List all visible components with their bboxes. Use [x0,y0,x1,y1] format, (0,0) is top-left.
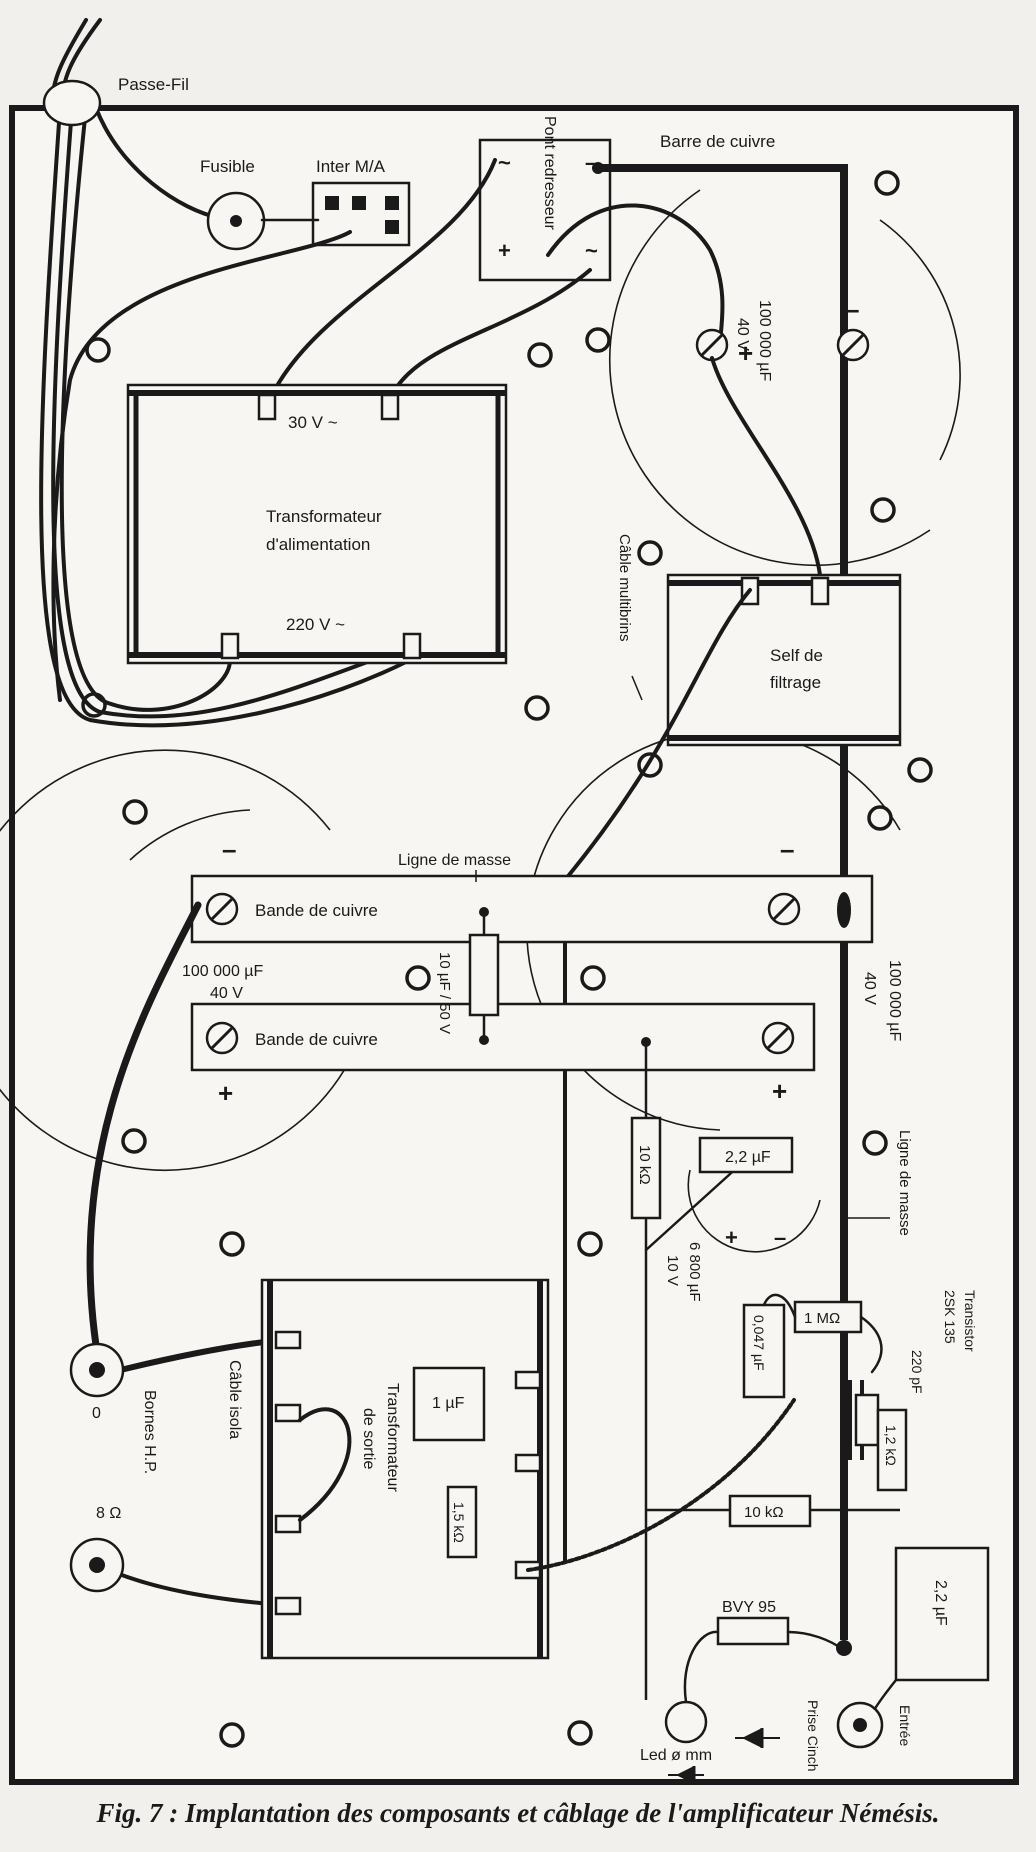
svg-text:–: – [780,834,794,864]
figure-caption: Fig. 7 : Implantation des composants et … [96,1798,940,1828]
bvy-label: BVY 95 [722,1599,776,1616]
strip-label-2: Bande de cuivre [255,1030,378,1049]
copper-bar-label: Barre de cuivre [660,132,775,151]
grommet-passe-fil: Passe-Fil [42,75,189,127]
cable-multi-label: Câble multibrins [616,534,633,642]
svg-text:+: + [498,238,511,263]
terminal-8ohm: 8 Ω [96,1505,121,1522]
fuse-label: Fusible [200,157,255,176]
led-label: Led ø mm [640,1747,712,1764]
cap-2-2uf-box: 2,2 µF [868,1546,990,1722]
cap-220p-label: 220 pF [909,1350,925,1394]
input-label: Entrée [897,1705,913,1746]
res-12k-label: 1,2 kΩ [883,1425,899,1466]
res-10k-b-label: 10 kΩ [744,1504,784,1521]
res-10k-a-label: 10 kΩ [636,1145,653,1185]
terminal-zero: 0 [92,1405,101,1422]
cap-6800-value: 6 800 µF [686,1242,703,1302]
svg-text:+: + [772,1076,787,1106]
resistor-10k-a: 10 kΩ [630,1037,742,1252]
trans-name-1: Transformateur [266,507,382,526]
output-trans-2: de sortie [360,1408,377,1469]
svg-text:~: ~ [585,238,598,263]
input-stage: 1 MΩ 0,047 µF Transistor 2SK 135 220 pF … [742,1290,978,1492]
switch-label: Inter M/A [316,157,386,176]
transistor-label-2: 2SK 135 [942,1290,958,1344]
cap-0047-label: 0,047 µF [751,1315,767,1371]
mounting-holes [81,170,933,1748]
mains-cable [39,18,412,728]
choke-label-1: Self de [770,646,823,665]
cap-right-value: 100 000 µF [886,960,903,1042]
cap-22-label: 2,2 µF [725,1149,771,1166]
choke-label-2: filtrage [770,673,821,692]
svg-text:–: – [774,1225,786,1250]
bridge-rectifier: ~ + ~ – Pont redresseur [270,116,725,397]
power-switch: Inter M/A [51,157,411,702]
svg-text:~: ~ [498,150,511,175]
cap-left-value: 100 000 µF [182,963,264,980]
fuse: Fusible [200,157,266,251]
svg-text:–: – [222,834,236,864]
svg-text:+: + [738,338,753,368]
ground-line-2: Ligne de masse [896,1130,913,1236]
power-transformer: 30 V ~ Transformateur d'alimentation 220… [126,383,508,665]
cap-top-voltage: 40 V [734,318,751,351]
strip-label-1: Bande de cuivre [255,901,378,920]
cap-10uf: 10 µF / 50 V [436,907,500,1045]
speaker-terminals-label: Bornes H.P. [141,1390,158,1474]
cap-right-voltage: 40 V [861,972,878,1005]
speaker-terminals: 0 8 Ω Bornes H.P. Câble isola [69,1342,243,1593]
bridge-label: Pont redresseur [541,116,558,231]
res-15k-label: 1,5 kΩ [451,1502,467,1543]
ground-line-label: Ligne de masse [398,852,511,869]
filter-choke: Self de filtrage Câble multibrins [563,534,902,1562]
cap-small-label: 10 µF / 50 V [436,952,453,1034]
cable-isola-label: Câble isola [226,1360,243,1439]
trans-name-2: d'alimentation [266,535,370,554]
led-and-input: BVY 95 Led ø mm Prise Cinch Entrée [640,1599,913,1784]
cap-1uf-label: 1 µF [432,1395,465,1412]
cap-top-value: 100 000 µF [756,300,773,382]
cap-6800-voltage: 10 V [664,1255,681,1286]
passe-fil-label: Passe-Fil [118,75,189,94]
svg-text:–: – [845,294,859,324]
svg-text:+: + [218,1078,233,1108]
res-1m-label: 1 MΩ [804,1310,840,1327]
output-trans-1: Transformateur [384,1383,401,1492]
copper-strips: Bande de cuivre Bande de cuivre Ligne de… [182,834,903,1108]
svg-text:+: + [725,1225,738,1250]
trans-30v: 30 V ~ [288,413,338,432]
top-capacitor: + – 100 000 µF 40 V [695,294,870,577]
transistor-label-1: Transistor [962,1290,978,1352]
cap-left-voltage: 40 V [210,985,243,1002]
output-transformer: 1 µF 1,5 kΩ Transformateur de sortie [260,1278,796,1660]
cinch-label: Prise Cinch [805,1700,821,1772]
copper-bar: Barre de cuivre [592,132,848,1640]
trans-220v: 220 V ~ [286,615,345,634]
cap-22-box-label: 2,2 µF [932,1580,949,1626]
resistor-10k-b: 10 kΩ [644,1250,900,1700]
cap-2-2uf: 2,2 µF + – Ligne de masse 6 800 µF 10 V [664,1130,913,1302]
